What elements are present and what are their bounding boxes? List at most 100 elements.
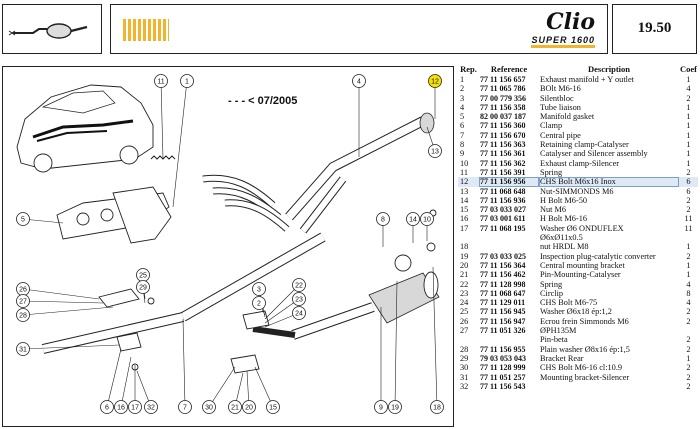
callout-21[interactable]: 21 — [228, 400, 242, 414]
callout-2[interactable]: 2 — [252, 296, 266, 310]
leader-line — [208, 366, 236, 408]
callout-8[interactable]: 8 — [376, 212, 390, 226]
callout-circle — [180, 74, 194, 88]
callout-31[interactable]: 31 — [16, 342, 30, 356]
callout-circle — [374, 400, 388, 414]
callout-17[interactable]: 17 — [128, 400, 142, 414]
car-illustration — [16, 84, 154, 173]
callout-9[interactable]: 9 — [374, 400, 388, 414]
callout-18[interactable]: 18 — [430, 400, 444, 414]
row-description: Exhaust manifold + Y outlet — [540, 75, 634, 84]
row-coef: 1 — [686, 102, 691, 112]
callout-number: 6 — [105, 404, 109, 411]
row-reference: 77 11 156 956 — [479, 177, 539, 187]
leader-line — [254, 366, 274, 408]
callout-19[interactable]: 19 — [388, 400, 402, 414]
callout-7[interactable]: 7 — [178, 400, 192, 414]
row-description: Silentbloc — [540, 93, 574, 103]
callout-number: 21 — [231, 404, 239, 411]
callout-25[interactable]: 25 — [136, 268, 150, 282]
row-rep: 19 — [460, 251, 469, 261]
row-coef: 2 — [686, 205, 691, 215]
row-coef: 4 — [686, 279, 691, 289]
brand-logo-sub: SUPER 1600 — [531, 35, 595, 48]
leader-line — [432, 266, 438, 408]
callout-13[interactable]: 13 — [428, 144, 442, 158]
row-reference: 77 11 128 999 — [480, 363, 526, 373]
brand-panel: Clio SUPER 1600 — [110, 4, 608, 54]
callout-22[interactable]: 22 — [292, 278, 306, 292]
callout-27[interactable]: 27 — [16, 294, 30, 308]
catalyser-silencer — [252, 271, 440, 340]
row-description: BOlt M6-16 — [540, 84, 581, 94]
row-description: Nut-SIMMONDS M6 — [540, 186, 614, 196]
callout-23[interactable]: 23 — [292, 292, 306, 306]
callout-24[interactable]: 24 — [292, 306, 306, 320]
callout-circle — [136, 280, 150, 294]
row-reference: 77 11 156 364 — [480, 260, 526, 270]
callout-10[interactable]: 10 — [420, 212, 434, 226]
callout-32[interactable]: 32 — [144, 400, 158, 414]
callout-28[interactable]: 28 — [16, 308, 30, 322]
table-row[interactable]: Ø6xØ11x0.5 — [458, 233, 698, 242]
callout-3[interactable]: 3 — [252, 282, 266, 296]
row-reference: 79 03 053 043 — [480, 353, 526, 363]
callout-circle — [292, 278, 306, 292]
callout-16[interactable]: 16 — [114, 400, 128, 414]
callout-20[interactable]: 20 — [242, 400, 256, 414]
callout-29[interactable]: 29 — [136, 280, 150, 294]
row-description: Washer Ø6 ONDUFLEX — [540, 223, 624, 233]
row-reference: 77 11 156 936 — [480, 195, 526, 205]
callout-15[interactable]: 15 — [266, 400, 280, 414]
callout-11[interactable]: 11 — [154, 74, 168, 88]
row-description: Tube liaison — [540, 102, 581, 112]
row-description: Clamp — [540, 121, 563, 131]
callout-number: 27 — [19, 298, 27, 305]
row-description: Inspection plug-catalytic converter — [540, 251, 656, 261]
row-rep — [458, 335, 479, 344]
row-rep: 1 — [460, 75, 465, 84]
callout-12[interactable]: 12 — [428, 74, 442, 88]
callout-30[interactable]: 30 — [202, 400, 216, 414]
callout-14[interactable]: 14 — [406, 212, 420, 226]
callout-circle — [228, 400, 242, 414]
callout-5[interactable]: 5 — [16, 212, 30, 226]
callout-1[interactable]: 1 — [180, 74, 194, 88]
callout-4[interactable]: 4 — [352, 74, 366, 88]
callout-26[interactable]: 26 — [16, 282, 30, 296]
callout-6[interactable]: 6 — [100, 400, 114, 414]
